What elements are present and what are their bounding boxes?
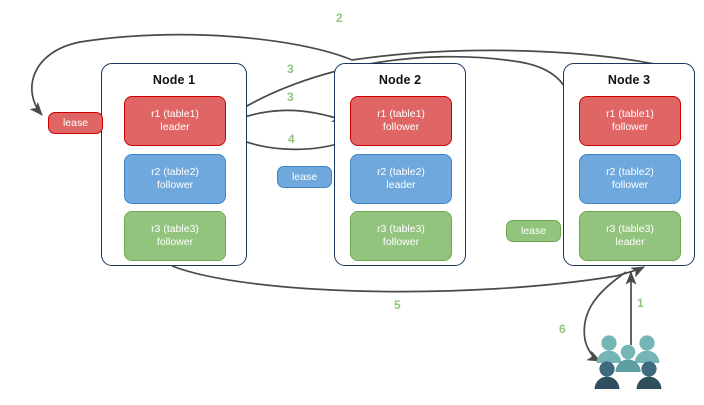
- replica-r2-node1[interactable]: r2 (table2) follower: [124, 154, 226, 204]
- node-box-3[interactable]: Node 3 r1 (table1) follower r2 (table2) …: [563, 63, 695, 266]
- replica-line2: follower: [156, 236, 194, 248]
- users-group-icon: [594, 335, 662, 389]
- replica-line1: r1 (table1): [377, 107, 425, 120]
- step-label-6: 6: [559, 322, 566, 336]
- lease-badge-r3[interactable]: lease: [506, 220, 561, 242]
- replica-line2: leader: [160, 121, 190, 133]
- replica-r2-node3[interactable]: r2 (table2) follower: [579, 154, 681, 204]
- replica-r3-node1[interactable]: r3 (table3) follower: [124, 211, 226, 261]
- replica-r1-node3[interactable]: r1 (table1) follower: [579, 96, 681, 146]
- replica-line1: r2 (table2): [151, 165, 199, 178]
- node-title: Node 3: [607, 73, 651, 87]
- edge-step-5: [171, 265, 645, 293]
- replica-line1: r3 (table3): [606, 222, 654, 235]
- step-label-1: 1: [637, 296, 644, 310]
- step-label-3a: 3: [287, 62, 294, 76]
- edge-step-2: [29, 33, 353, 116]
- replica-line2: leader: [386, 179, 416, 191]
- lease-label: lease: [291, 171, 318, 183]
- replica-r3-node3[interactable]: r3 (table3) leader: [579, 211, 681, 261]
- replica-line2: follower: [156, 179, 194, 191]
- replica-line1: r1 (table1): [606, 107, 654, 120]
- replica-line1: r2 (table2): [377, 165, 425, 178]
- step-label-3b: 3: [287, 90, 294, 104]
- replica-line1: r3 (table3): [151, 222, 199, 235]
- replica-line2: follower: [382, 121, 420, 133]
- step-label-5: 5: [394, 298, 401, 312]
- replica-line1: r2 (table2): [606, 165, 654, 178]
- replica-r1-node2[interactable]: r1 (table1) follower: [350, 96, 452, 146]
- node-box-1[interactable]: Node 1 r1 (table1) leader r2 (table2) fo…: [101, 63, 247, 266]
- replica-line1: r1 (table1): [151, 107, 199, 120]
- replica-line1: r3 (table3): [377, 222, 425, 235]
- lease-badge-r1[interactable]: lease: [48, 112, 103, 134]
- replica-line2: follower: [382, 236, 420, 248]
- node-title: Node 2: [378, 73, 422, 87]
- edge-step-6: [583, 271, 627, 362]
- lease-label: lease: [62, 117, 89, 129]
- replica-line2: follower: [611, 121, 649, 133]
- lease-badge-r2[interactable]: lease: [277, 166, 332, 188]
- replica-line2: leader: [615, 236, 645, 248]
- node-title: Node 1: [152, 73, 196, 87]
- replica-r2-node2[interactable]: r2 (table2) leader: [350, 154, 452, 204]
- step-label-2: 2: [336, 11, 343, 25]
- lease-label: lease: [520, 225, 547, 237]
- node-box-2[interactable]: Node 2 r1 (table1) follower r2 (table2) …: [334, 63, 466, 266]
- replica-r1-node1[interactable]: r1 (table1) leader: [124, 96, 226, 146]
- replica-r3-node2[interactable]: r3 (table3) follower: [350, 211, 452, 261]
- replica-line2: follower: [611, 179, 649, 191]
- step-label-4: 4: [288, 132, 295, 146]
